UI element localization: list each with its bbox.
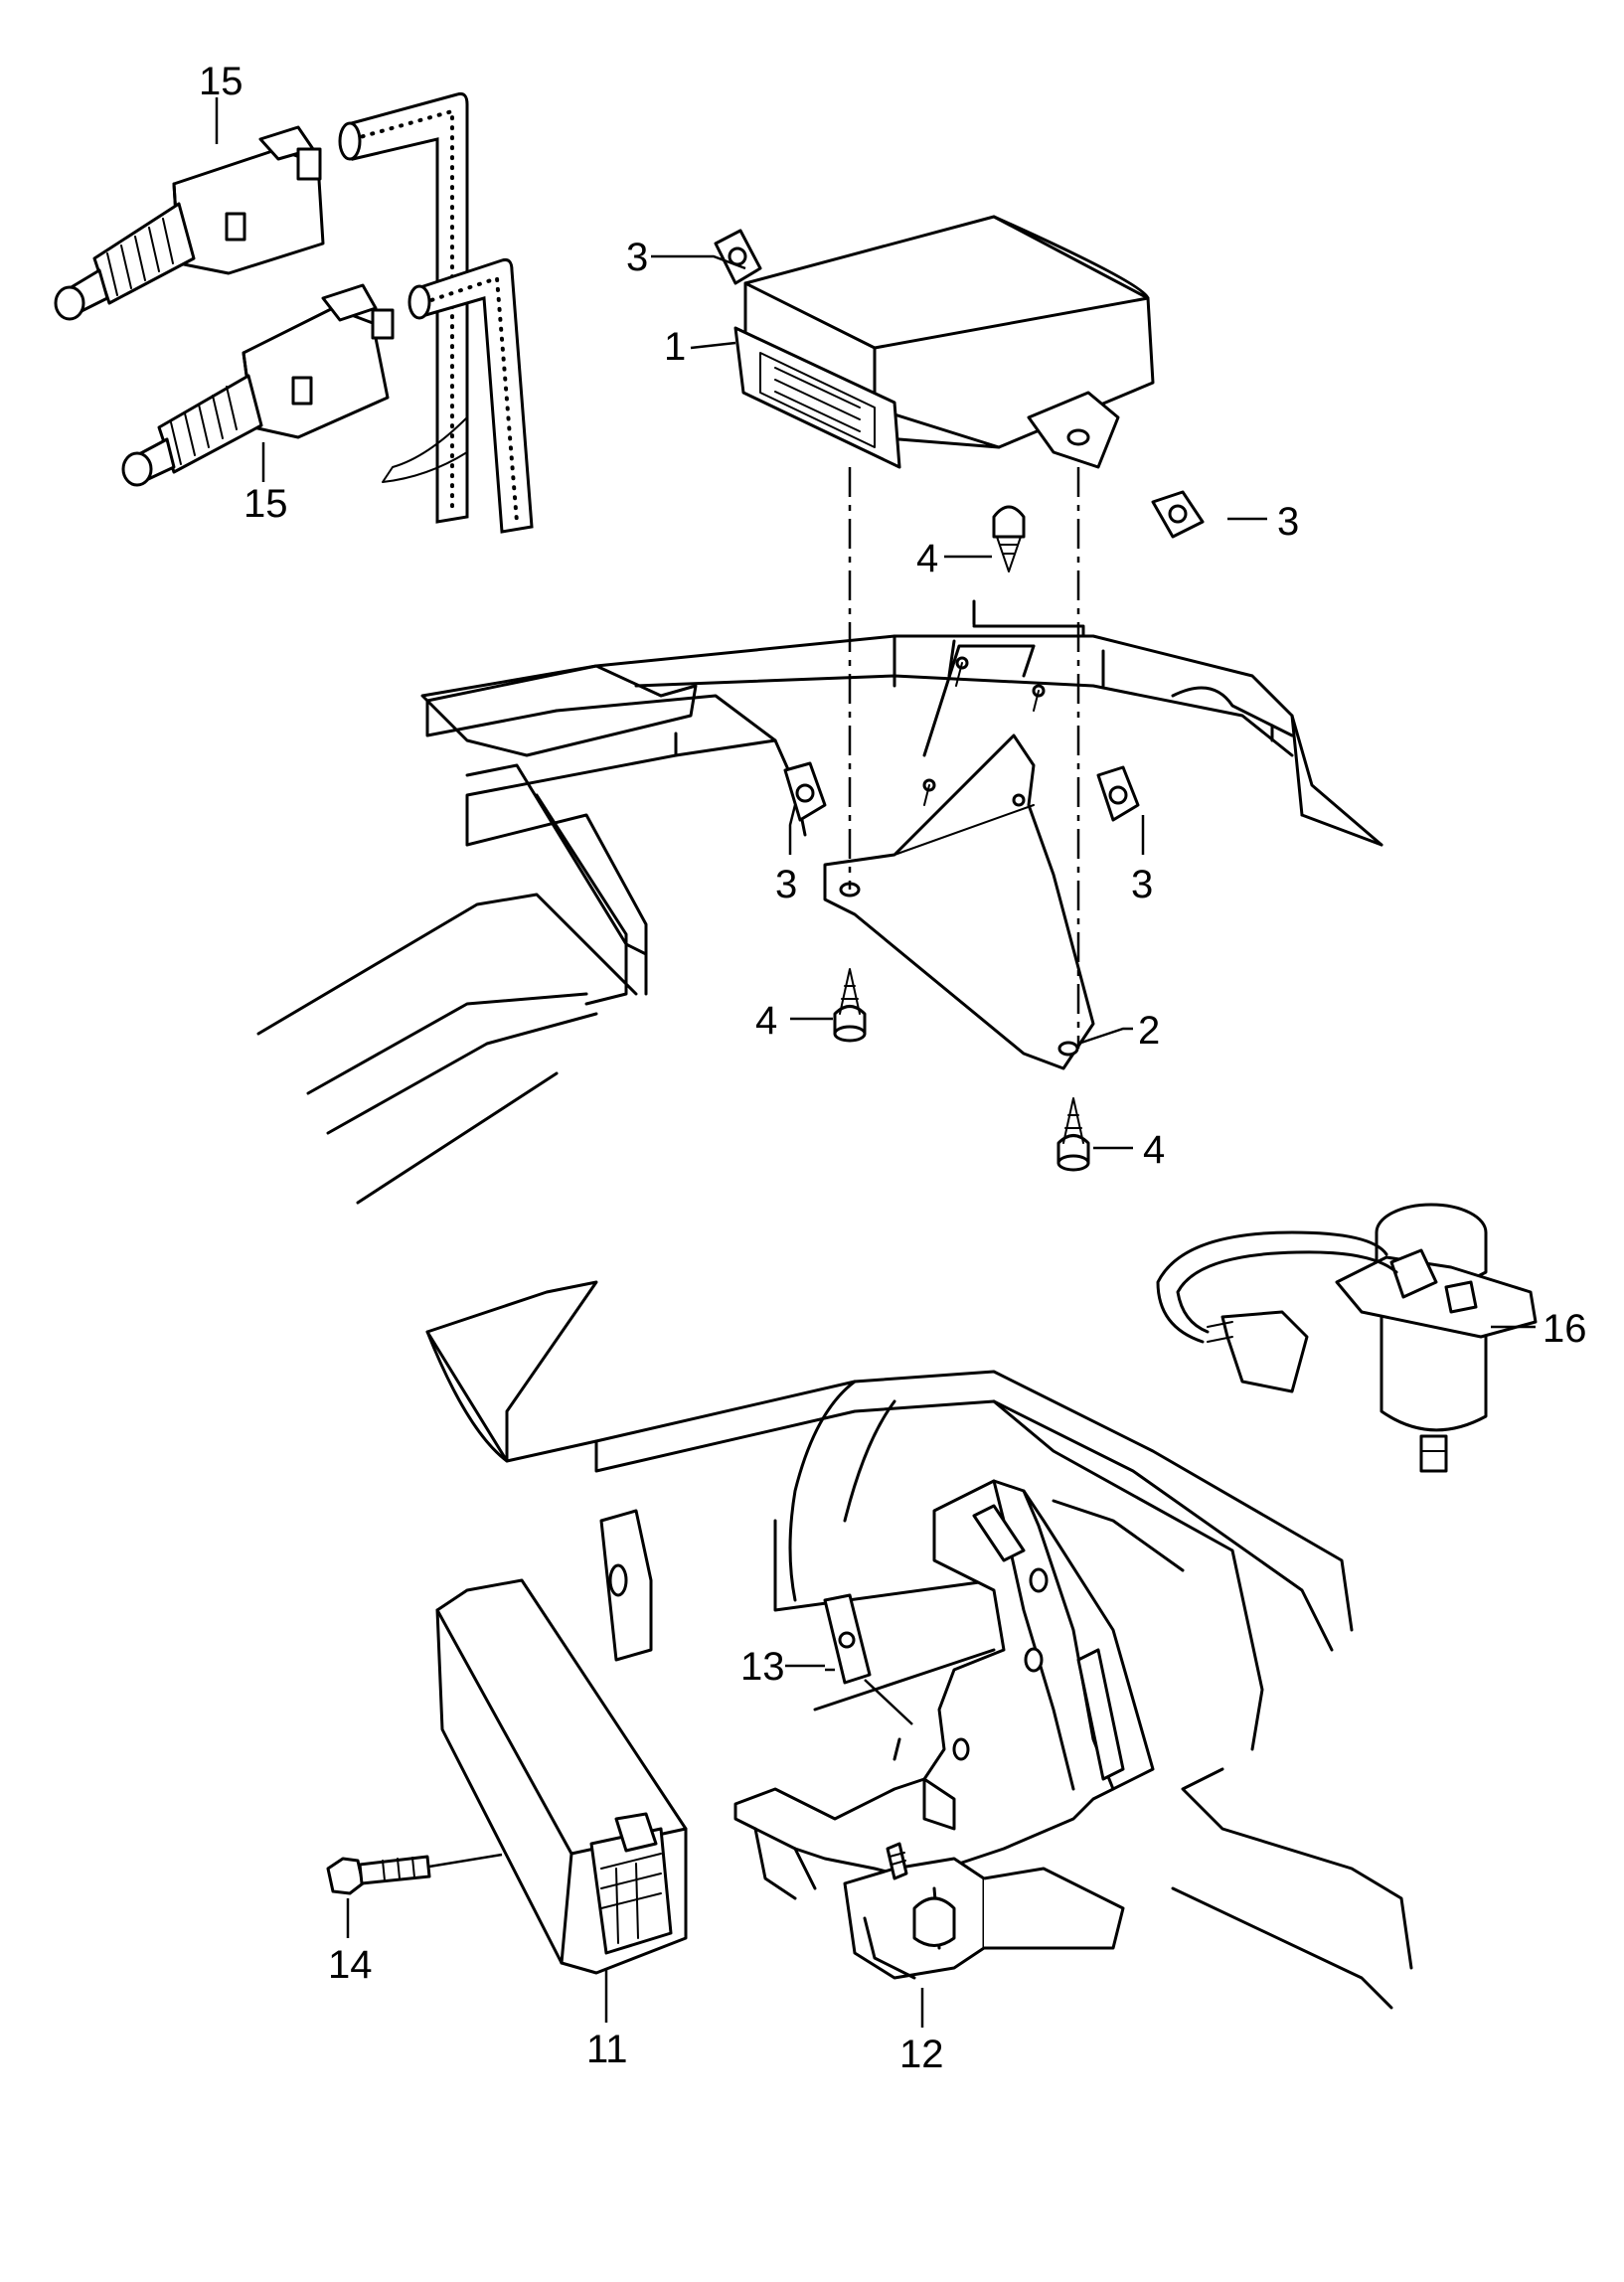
clip-13: [823, 1593, 913, 1761]
callout-3-left: 3: [775, 863, 797, 906]
speed-nut-clips: [714, 229, 1205, 822]
callout-3-top: 3: [626, 236, 648, 279]
leader-lines: [215, 97, 1536, 2028]
brake-light-switch-upper: [54, 125, 325, 321]
relay-bracket: [733, 1479, 1155, 1900]
callout-11: 11: [586, 2028, 628, 2071]
callout-3-right: 3: [1277, 500, 1299, 544]
callout-labels: 15 15 3 1 3 4 3 3 4 2 4 16 13 14 11 12: [199, 60, 1587, 2076]
callout-12: 12: [899, 2033, 944, 2076]
floor-tunnel: [256, 664, 807, 1205]
callout-4-bottom: 4: [1143, 1128, 1165, 1172]
callout-4-left: 4: [755, 999, 777, 1043]
mounting-bracket: [823, 644, 1095, 1070]
callout-4-top: 4: [916, 537, 938, 580]
vacuum-hoses: [338, 92, 534, 534]
vacuum-unit: [1156, 1203, 1538, 1473]
callout-2: 2: [1138, 1009, 1160, 1053]
control-unit: [733, 215, 1155, 469]
alignment-lines: [848, 467, 1080, 1049]
callout-15-bottom: 15: [244, 482, 288, 526]
callout-3-lower-right: 3: [1131, 863, 1153, 906]
callout-15-top: 15: [199, 60, 244, 103]
callout-14: 14: [328, 1943, 373, 1987]
screws: [833, 505, 1090, 1172]
callout-1: 1: [664, 325, 686, 369]
callout-16: 16: [1543, 1307, 1587, 1351]
callout-13: 13: [740, 1645, 785, 1689]
brake-light-switch-lower: [121, 283, 395, 487]
relay-plate-12: [843, 1842, 1125, 1980]
dashboard-crossmember: [425, 599, 1383, 847]
control-unit-11: [435, 1509, 688, 1975]
dash-panel-lower: [425, 1280, 1413, 2010]
bolt-14: [326, 1853, 503, 1895]
